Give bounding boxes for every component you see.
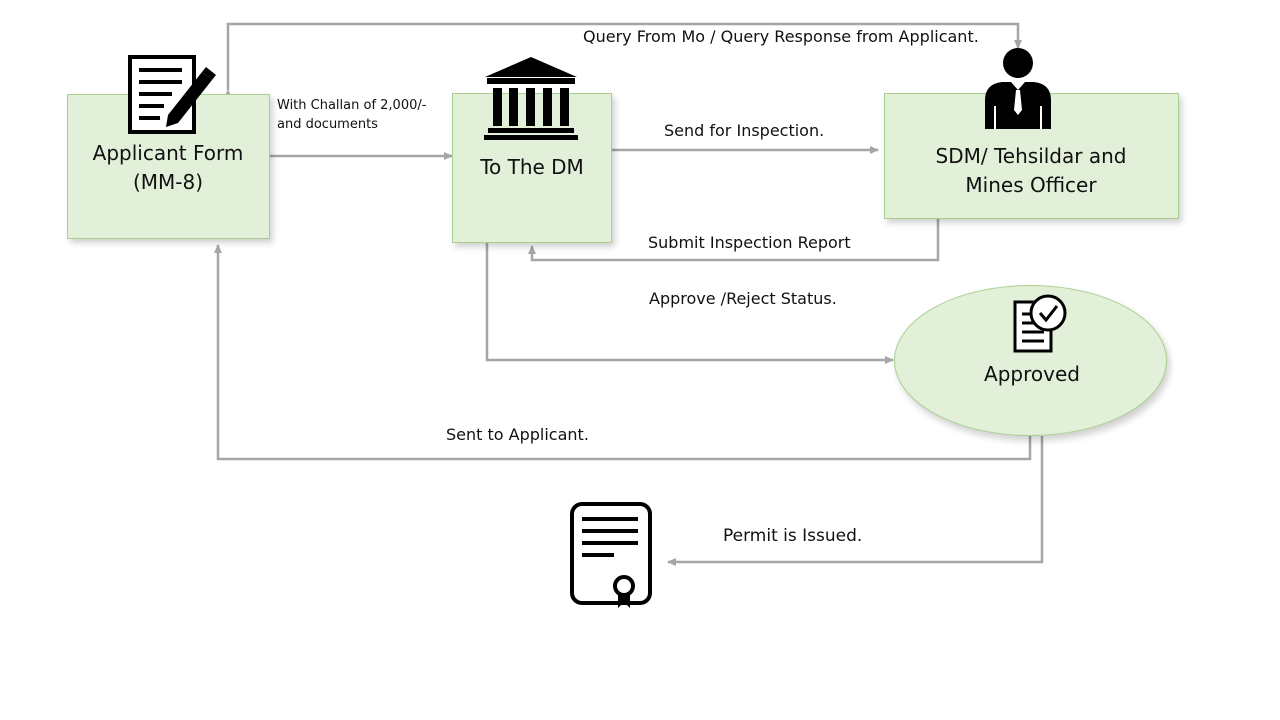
dm-label: To The DM [480,155,584,179]
status-label: Approve /Reject Status. [649,289,837,308]
approved-document-icon [1013,294,1067,353]
challan-label: With Challan of 2,000/- and documents [277,98,427,132]
query-label: Query From Mo / Query Response from Appl… [583,27,979,46]
applicant-form-label: Applicant Form (MM-8) [92,141,244,194]
permit-arrow [667,436,1044,566]
query-connector [224,22,1022,98]
status-arrow [485,243,894,364]
report-label: Submit Inspection Report [648,233,851,252]
sdm-label: SDM/ Tehsildar and Mines Officer [935,144,1127,197]
government-building-icon [484,57,578,140]
sent-label: Sent to Applicant. [446,425,589,444]
form-edit-icon [128,55,216,134]
inspection-label: Send for Inspection. [664,121,825,140]
permit-label: Permit is Issued. [723,526,863,546]
certificate-icon [570,502,652,608]
sent-arrow [214,244,1032,461]
officer-icon [985,48,1051,129]
report-arrow [528,219,940,262]
approved-label: Approved [984,362,1080,386]
